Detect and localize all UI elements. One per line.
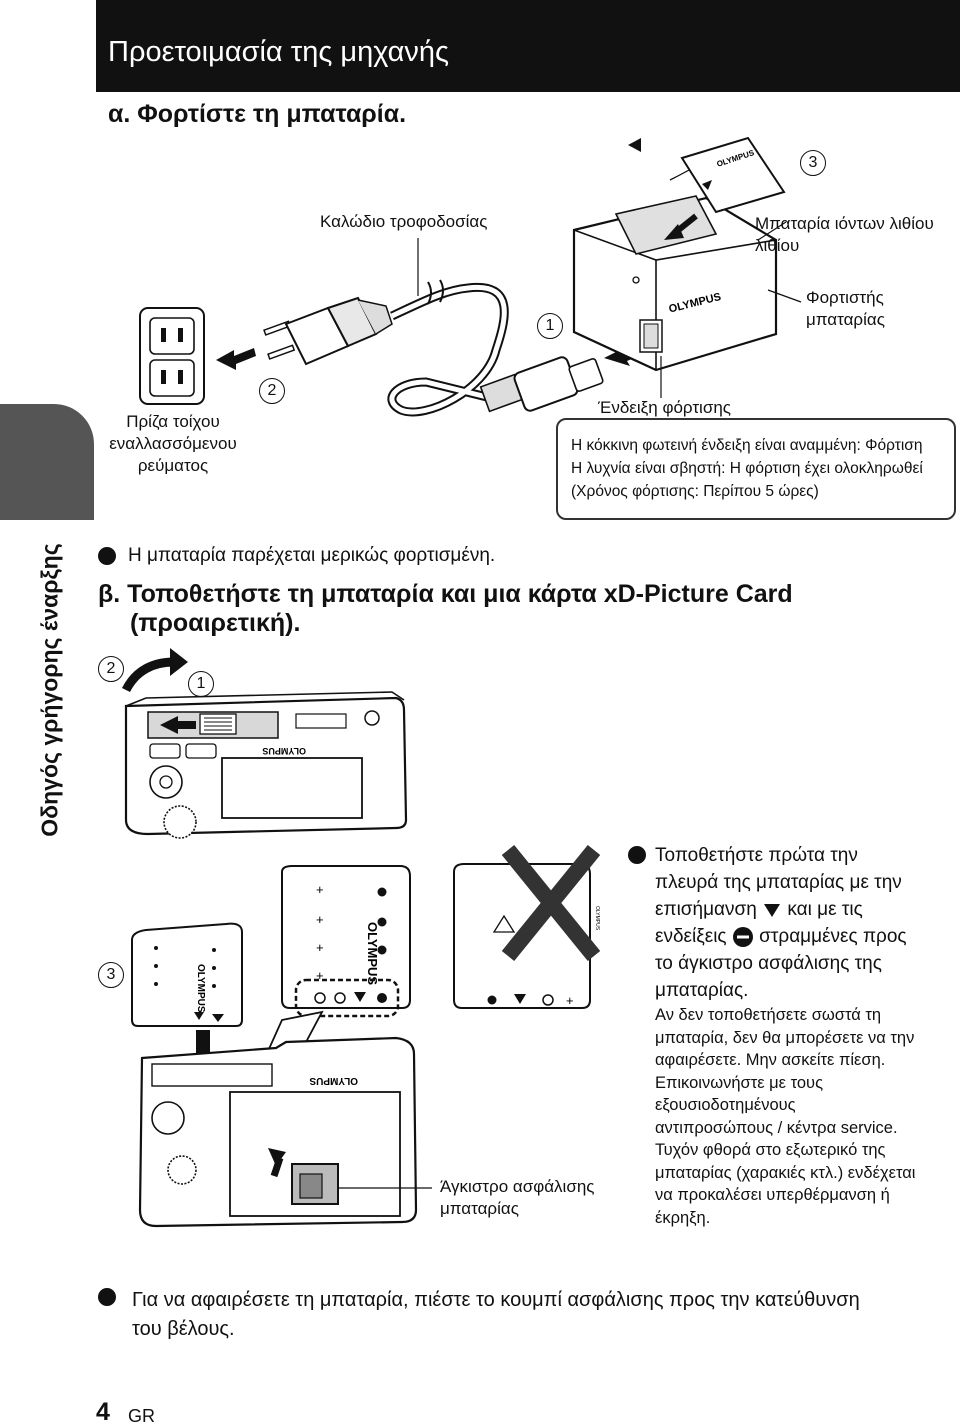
battery-insertion-illustration: OLYMPUS OLYMPUS OLYMPUS + + + + OLY — [121, 648, 601, 1228]
section-a-title: α. Φορτίστε τη μπαταρία. — [108, 100, 407, 128]
warning-line: Τυχόν φθορά στο εξωτερικό της — [655, 1141, 886, 1159]
indicator-line-off: Η λυχνία είναι σβηστή: Η φόρτιση έχει ολ… — [571, 460, 923, 477]
battery-center-brand: OLYMPUS — [365, 922, 380, 985]
battery-lock-label-line1: Άγκιστρο ασφάλισης — [440, 1177, 595, 1196]
section-b-title-line2: (προαιρετική). — [130, 609, 301, 637]
battery-label-line2: λιθίου — [755, 236, 800, 255]
camera-bottom-brand: OLYMPUS — [309, 1075, 358, 1086]
down-triangle-icon — [764, 903, 781, 917]
charge-indicator-box — [556, 418, 956, 520]
bullet-icon — [98, 547, 116, 565]
insertion-instruction: Τοποθετήστε πρώτα την πλευρά της μπαταρί… — [655, 842, 955, 1004]
step-number-1: 1 — [537, 313, 563, 339]
svg-text:+: + — [316, 940, 324, 955]
step-number-2: 2 — [259, 378, 285, 404]
step-b-number-2: 2 — [98, 656, 124, 682]
bullet-icon — [628, 846, 646, 864]
outlet-label-line1: Πρίζα τοίχου — [126, 412, 220, 431]
language-code: GR — [128, 1406, 155, 1426]
step-number-3: 3 — [800, 150, 826, 176]
insertion-warning: Αν δεν τοποθετήσετε σωστά τη μπαταρία, δ… — [655, 1004, 955, 1229]
warning-line: να προκαλέσει υπερθέρμανση ή — [655, 1186, 890, 1204]
power-plug — [263, 296, 393, 366]
battery-center-diagram: OLYMPUS + + + + — [281, 865, 411, 1018]
removal-note: Για να αφαιρέσετε τη μπαταρία, πιέστε το… — [132, 1286, 860, 1344]
camera-top-brand: OLYMPUS — [262, 746, 306, 756]
header-bar: Προετοιμασία της μηχανής — [96, 0, 960, 92]
side-tab — [0, 404, 94, 520]
charge-indicator-info: Η κόκκινη φωτεινή ένδειξη είναι αναμμένη… — [571, 434, 923, 503]
indicator-line-red: Η κόκκινη φωτεινή ένδειξη είναι αναμμένη… — [571, 437, 923, 454]
page-title: Προετοιμασία της μηχανής — [108, 36, 450, 68]
charger-label-line2: μπαταρίας — [806, 310, 885, 329]
svg-text:+: + — [566, 993, 574, 1008]
battery-left: OLYMPUS — [131, 922, 243, 1027]
instruction-line: πλευρά της μπαταρίας με την — [655, 872, 902, 893]
cable-connector — [479, 356, 604, 413]
instruction-line: το άγκιστρο ασφάλισης της — [655, 953, 882, 974]
instruction-line: επισήμανση και με τις — [655, 899, 863, 920]
battery-charger: OLYMPUS — [572, 195, 778, 372]
battery-lock-label-line2: μπαταρίας — [440, 1199, 519, 1218]
wall-outlet — [139, 307, 205, 405]
charger-label-line1: Φορτιστής — [806, 288, 884, 307]
outlet-label-line2: εναλλασσόμενου — [109, 434, 237, 453]
warning-line: έκρηξη. — [655, 1208, 711, 1227]
removal-note-line1: Για να αφαιρέσετε τη μπαταρία, πιέστε το… — [132, 1289, 860, 1311]
instruction-line: Τοποθετήστε πρώτα την — [655, 845, 858, 866]
power-cable-label: Καλώδιο τροφοδοσίας — [320, 212, 488, 231]
battery-label-line1: Μπαταρία ιόντων λιθίου — [755, 214, 934, 233]
svg-text:+: + — [316, 968, 324, 983]
step-b-number-1: 1 — [188, 671, 214, 697]
warning-line: μπαταρία, δεν θα μπορέσετε να την — [655, 1028, 915, 1047]
page-number: 4 — [96, 1398, 110, 1426]
svg-text:+: + — [316, 882, 324, 897]
instruction-line: ενδείξεις στραμμένες προς — [655, 926, 907, 947]
warning-line: μπαταρίας (χαρακιές κτλ.) ενδέχεται — [655, 1163, 916, 1182]
removal-note-line2: του βέλους. — [132, 1318, 235, 1340]
incorrect-battery-brand: OLYMPUS — [594, 906, 600, 931]
outlet-label: Πρίζα τοίχου εναλλασσόμενου ρεύματος — [98, 411, 248, 477]
partial-charge-note: Η μπαταρία παρέχεται μερικώς φορτισμένη. — [128, 545, 496, 566]
camera-top-view: OLYMPUS — [124, 691, 408, 839]
charge-indicator-label: Ένδειξη φόρτισης — [590, 398, 739, 418]
charging-illustration: OLYMPUS OLYMPUS — [139, 136, 802, 417]
warning-line: αφαιρέσετε. Μην ασκείτε πίεση. — [655, 1051, 886, 1069]
section-b-title: β. Τοποθετήστε τη μπαταρία και μια κάρτα… — [98, 580, 793, 638]
warning-line: Επικοινωνήστε με τους — [655, 1073, 824, 1092]
battery-lock-label: Άγκιστρο ασφάλισης μπαταρίας — [440, 1176, 594, 1220]
warning-line: Αν δεν τοποθετήσετε σωστά τη — [655, 1006, 882, 1024]
warning-line: εξουσιοδοτημένους — [655, 1096, 796, 1114]
indicator-line-time: (Χρόνος φόρτισης: Περίπου 5 ώρες) — [571, 483, 819, 500]
instruction-line: μπαταρίας. — [655, 980, 749, 1001]
incorrect-battery: OLYMPUS + — [453, 844, 601, 1009]
bullet-icon — [98, 1288, 116, 1306]
minus-circle-icon — [732, 926, 753, 947]
side-tab-label: Οδηγός γρήγορης έναρξης — [36, 543, 63, 837]
step-b-number-3: 3 — [98, 962, 124, 988]
svg-text:+: + — [316, 912, 324, 927]
battery-left-brand: OLYMPUS — [195, 964, 206, 1013]
warning-line: αντιπροσώπους / κέντρα service. — [655, 1118, 898, 1137]
section-b-title-line1: β. Τοποθετήστε τη μπαταρία και μια κάρτα… — [98, 580, 793, 608]
camera-bottom-view: OLYMPUS — [138, 1036, 418, 1228]
outlet-label-line3: ρεύματος — [137, 456, 209, 475]
lithium-battery: OLYMPUS — [628, 136, 786, 240]
